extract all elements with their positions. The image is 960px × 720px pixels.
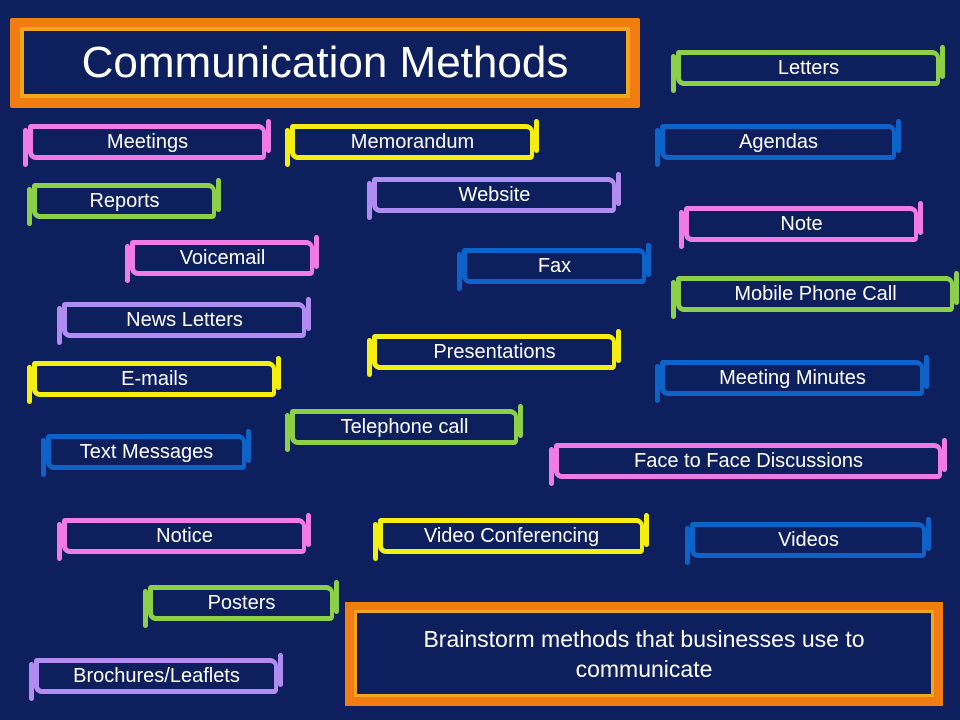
title-frame: Communication Methods (10, 18, 640, 108)
tag-mobile-phone-call: Mobile Phone Call (671, 271, 959, 319)
tag-presentations: Presentations (367, 329, 621, 377)
tag-note: Note (679, 201, 923, 249)
tag-reports: Reports (27, 178, 221, 226)
tag-brochures-leaflets: Brochures/Leaflets (29, 653, 283, 701)
tag-label: Video Conferencing (423, 524, 600, 547)
tag-label: Mobile Phone Call (734, 282, 897, 305)
tag-video-conferencing: Video Conferencing (373, 513, 649, 561)
tag-label: Memorandum (350, 130, 475, 153)
tag-label: Fax (537, 254, 572, 277)
tag-meetings: Meetings (23, 119, 271, 167)
tag-news-letters: News Letters (57, 297, 311, 345)
tag-posters: Posters (143, 580, 339, 628)
prompt-panel: Brainstorm methods that businesses use t… (354, 610, 934, 697)
tag-memorandum: Memorandum (285, 119, 539, 167)
tag-emails: E-mails (27, 356, 281, 404)
title-panel: Communication Methods (20, 27, 630, 98)
tag-label: Text Messages (79, 440, 214, 463)
tag-label: Agendas (739, 130, 818, 153)
prompt-frame: Brainstorm methods that businesses use t… (345, 602, 943, 706)
tag-label: Notice (156, 524, 213, 547)
tag-label: Note (780, 212, 823, 235)
tag-label: Letters (777, 56, 840, 79)
tag-telephone-call: Telephone call (285, 404, 523, 452)
tag-label: Meetings (106, 130, 189, 153)
tag-label: Posters (207, 591, 276, 614)
tag-face-to-face: Face to Face Discussions (549, 438, 947, 486)
tag-label: Voicemail (179, 246, 266, 269)
tag-voicemail: Voicemail (125, 235, 319, 283)
tag-videos: Videos (685, 517, 931, 565)
tag-label: Videos (778, 528, 839, 551)
tag-notice: Notice (57, 513, 311, 561)
prompt-text: Brainstorm methods that businesses use t… (423, 625, 865, 682)
tag-text-messages: Text Messages (41, 429, 251, 477)
tag-label: Presentations (433, 340, 556, 363)
tag-agendas: Agendas (655, 119, 901, 167)
tag-label: Telephone call (340, 415, 469, 438)
tag-label: Website (458, 183, 531, 206)
tag-fax: Fax (457, 243, 651, 291)
tag-label: Brochures/Leaflets (73, 664, 240, 687)
tag-label: Face to Face Discussions (634, 449, 863, 472)
tag-letters: Letters (671, 45, 945, 93)
tag-label: News Letters (126, 308, 243, 331)
tag-meeting-minutes: Meeting Minutes (655, 355, 929, 403)
page-title: Communication Methods (81, 37, 569, 87)
tag-website: Website (367, 172, 621, 220)
tag-label: Reports (89, 189, 160, 212)
tag-label: E-mails (121, 367, 188, 390)
tag-label: Meeting Minutes (719, 366, 866, 389)
